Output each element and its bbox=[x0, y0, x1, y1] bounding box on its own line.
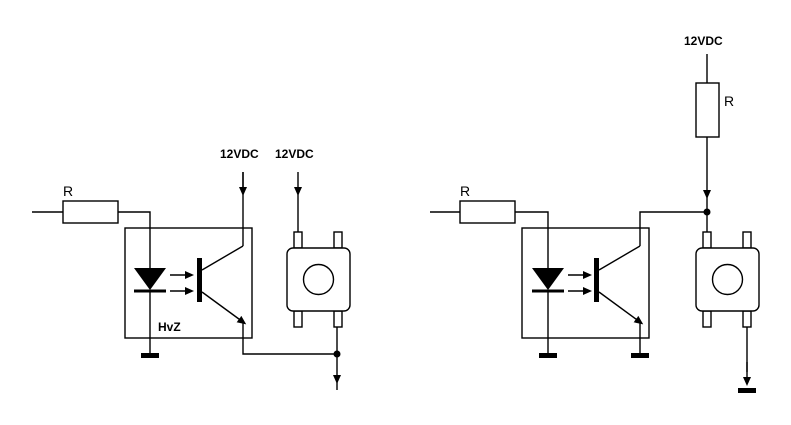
optocoupler-box-b bbox=[521, 227, 650, 339]
resistor-to-led-wire-a bbox=[118, 211, 151, 268]
circuit-a: R 12VDC HvZ 12VDC bbox=[32, 147, 351, 390]
pullup-resistor-b bbox=[695, 82, 720, 138]
resistor-to-led-wire-b bbox=[515, 211, 549, 268]
pullup-resistor-label-b: R bbox=[724, 93, 734, 109]
input-resistor-b bbox=[459, 200, 516, 224]
circuit-b: R 12VDC R bbox=[430, 34, 760, 393]
switch-b bbox=[695, 231, 760, 393]
supply-label-b: 12VDC bbox=[684, 34, 723, 48]
ground-b2 bbox=[631, 353, 649, 358]
input-resistor-label-b: R bbox=[460, 183, 470, 199]
phototransistor-a bbox=[197, 245, 247, 325]
emitter-wire-a bbox=[242, 322, 337, 355]
ground-a1 bbox=[141, 353, 159, 358]
supply-label-a2: 12VDC bbox=[275, 147, 314, 161]
collector-wire-b bbox=[639, 211, 707, 246]
optocoupler-label-a: HvZ bbox=[158, 320, 181, 334]
input-resistor-a bbox=[62, 200, 119, 224]
led-a bbox=[134, 268, 166, 358]
ground-b1 bbox=[539, 353, 557, 358]
supply-label-a1: 12VDC bbox=[220, 147, 259, 161]
phototransistor-b bbox=[594, 245, 644, 325]
input-resistor-label-a: R bbox=[63, 183, 73, 199]
ground-b3 bbox=[738, 388, 756, 393]
switch-a: 12VDC bbox=[275, 147, 351, 354]
led-b bbox=[532, 268, 564, 358]
optocoupler-box-a bbox=[124, 227, 253, 339]
junction-node-b bbox=[703, 208, 711, 216]
